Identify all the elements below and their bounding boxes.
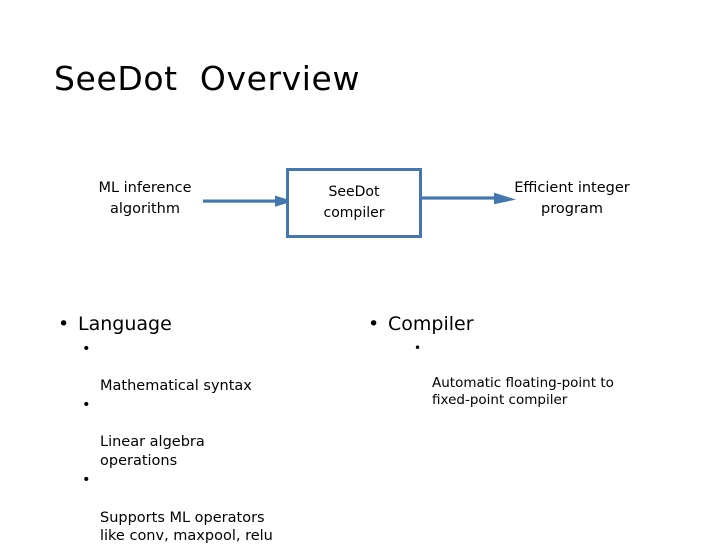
sub-bullet-glyph-icon: • xyxy=(414,340,422,355)
list-item: • Supports ML operators like conv, maxpo… xyxy=(78,471,352,545)
diagram-output-label: Efficient integer program xyxy=(514,180,630,217)
diagram-input-label: ML inference algorithm xyxy=(98,180,192,217)
compiler-box-line1: SeeDot xyxy=(328,184,380,200)
arrow-compiler-to-output xyxy=(420,190,516,208)
list-item: • Linear algebra operations xyxy=(78,396,352,470)
column-language: • Language • Mathematical syntax • Linea… xyxy=(52,312,352,548)
bullet-heading-language: • Language • Mathematical syntax • Linea… xyxy=(52,312,352,546)
list-item-label: Automatic floating-point to fixed-point … xyxy=(432,374,614,409)
arrow-input-to-compiler xyxy=(203,192,293,210)
bullet-heading-compiler: • Compiler • Automatic floating-point to… xyxy=(362,312,682,410)
pipeline-diagram: ML inference algorithm SeeDot compiler E… xyxy=(0,160,720,255)
sub-bullet-glyph-icon: • xyxy=(82,340,91,357)
list-item: • Automatic floating-point to fixed-poin… xyxy=(410,340,682,410)
bullet-heading-label: Compiler xyxy=(388,313,474,335)
list-item-label: Mathematical syntax xyxy=(100,377,252,394)
page-title: SeeDot Overview xyxy=(54,59,361,98)
list-item: • Mathematical syntax xyxy=(78,340,352,396)
bullet-glyph-icon: • xyxy=(58,313,70,335)
sub-bullet-glyph-icon: • xyxy=(82,472,91,489)
list-item-label: Linear algebra operations xyxy=(100,434,205,469)
sub-bullet-glyph-icon: • xyxy=(82,397,91,414)
bullet-heading-label: Language xyxy=(78,313,172,335)
column-compiler: • Compiler • Automatic floating-point to… xyxy=(362,312,682,412)
bullet-list-level2: • Automatic floating-point to fixed-poin… xyxy=(410,340,682,410)
bullet-list-level1: • Compiler • Automatic floating-point to… xyxy=(362,312,682,410)
bullet-list-level1: • Language • Mathematical syntax • Linea… xyxy=(52,312,352,546)
list-item-label: Supports ML operators like conv, maxpool… xyxy=(100,509,273,545)
bullet-list-level2: • Mathematical syntax • Linear algebra o… xyxy=(78,340,352,546)
compiler-box-line2: compiler xyxy=(323,205,385,221)
compiler-box: SeeDot compiler xyxy=(286,168,422,238)
bullet-glyph-icon: • xyxy=(368,313,380,335)
